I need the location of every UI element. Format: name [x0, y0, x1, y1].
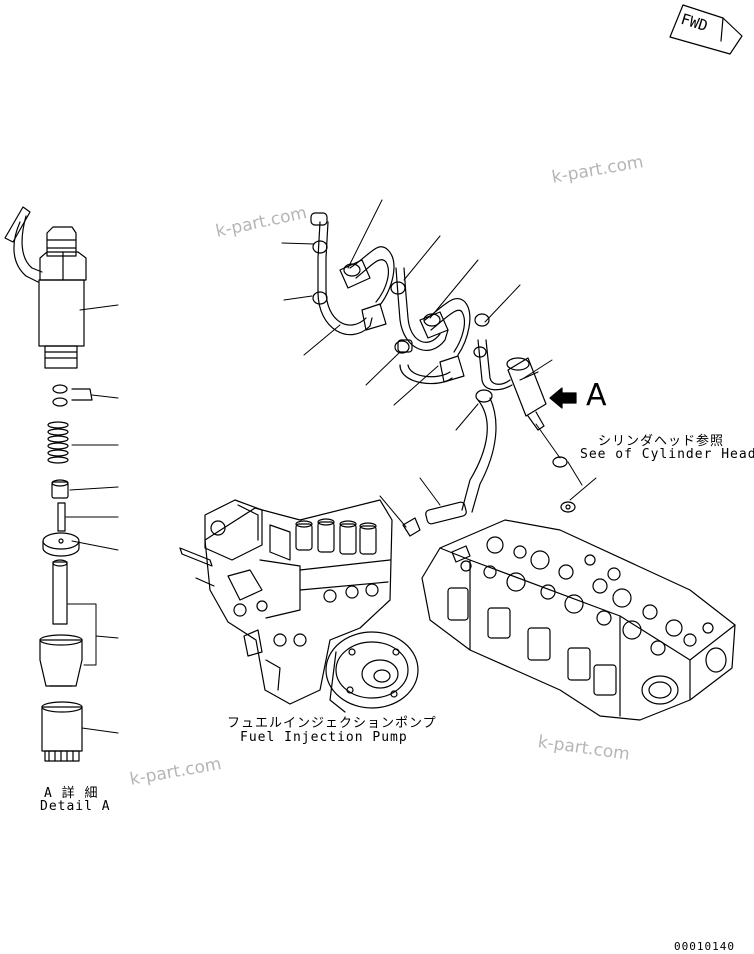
return-hose: [425, 389, 497, 525]
injector-seat-washers: [552, 456, 576, 513]
injection-pipes: [310, 212, 513, 391]
pump-label-en: Fuel Injection Pump: [240, 730, 408, 745]
distance-piece: [42, 532, 80, 557]
nozzle-body: [39, 634, 83, 687]
view-arrow-icon: [549, 387, 577, 409]
cylinder-head-label-en: See of Cylinder Head: [580, 447, 754, 462]
view-a-letter: A: [586, 378, 607, 413]
nozzle-spring: [47, 421, 69, 464]
pipe-leader-lines: [281, 199, 597, 528]
retaining-nut: [41, 701, 83, 762]
injector-nozzle-holder: [4, 206, 87, 369]
injector-assembly: [506, 357, 547, 431]
hose-clamp: [402, 517, 421, 537]
dowel-pin: [57, 502, 66, 532]
detail-a-label-ja: A 詳 細: [44, 786, 99, 801]
shim-washers: [52, 384, 93, 407]
detail-leader-lines: [65, 304, 119, 734]
spring-seat: [51, 479, 69, 499]
cylinder-head-label-ja: シリンダヘッド参照: [598, 434, 725, 449]
fwd-arrow-icon: [669, 4, 743, 55]
nozzle-needle: [52, 559, 68, 625]
pump-label-ja: フュエルインジェクションポンプ: [227, 716, 437, 731]
fuel-injection-pump: [179, 499, 419, 713]
detail-a-label-en: Detail A: [40, 799, 111, 814]
page-code: 00010140: [674, 940, 735, 953]
cylinder-head: [421, 519, 736, 721]
